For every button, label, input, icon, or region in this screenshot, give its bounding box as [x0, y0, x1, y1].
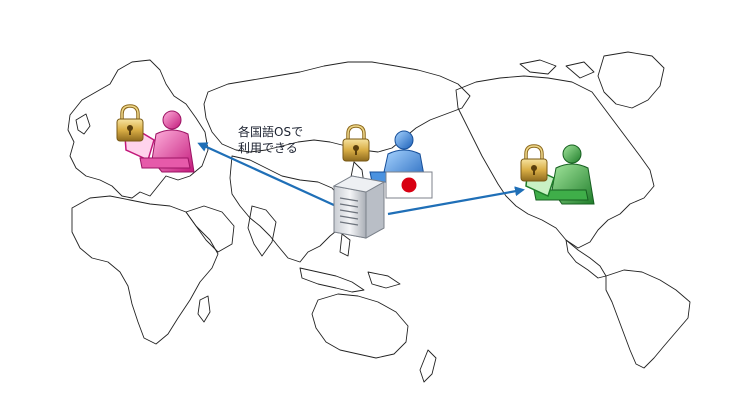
arrow-to-america — [387, 186, 525, 216]
padlock-icon — [520, 144, 548, 182]
map-arabia — [185, 205, 235, 253]
map-arctic-islands — [519, 59, 595, 79]
map-new-guinea — [367, 271, 401, 289]
map-uk — [75, 113, 91, 135]
user-europe — [116, 104, 195, 173]
arrow-to-europe — [197, 142, 337, 208]
padlock-icon — [342, 124, 370, 162]
user-america — [520, 144, 595, 205]
map-philippines — [339, 233, 351, 257]
caption-line-1: 各国語OSで — [238, 125, 304, 139]
map-north-america — [455, 75, 655, 249]
caption-multilingual-os: 各国語OSで 利用できる — [238, 124, 303, 156]
map-europe — [67, 59, 209, 199]
map-madagascar — [197, 295, 211, 323]
map-africa — [71, 195, 219, 345]
center-group — [332, 124, 433, 239]
caption-line-2: 利用できる — [238, 141, 298, 155]
map-central-america — [565, 239, 607, 279]
map-greenland — [597, 51, 665, 109]
map-india — [247, 205, 277, 257]
map-indonesia — [299, 267, 365, 293]
map-south-asia — [229, 155, 347, 263]
user-at-desk-icon — [123, 110, 195, 173]
server-icon — [332, 175, 386, 239]
padlock-icon — [116, 104, 144, 142]
map-new-zealand — [419, 349, 437, 383]
map-australia — [311, 293, 409, 359]
japan-flag-icon — [385, 171, 433, 199]
map-south-america — [605, 269, 691, 369]
